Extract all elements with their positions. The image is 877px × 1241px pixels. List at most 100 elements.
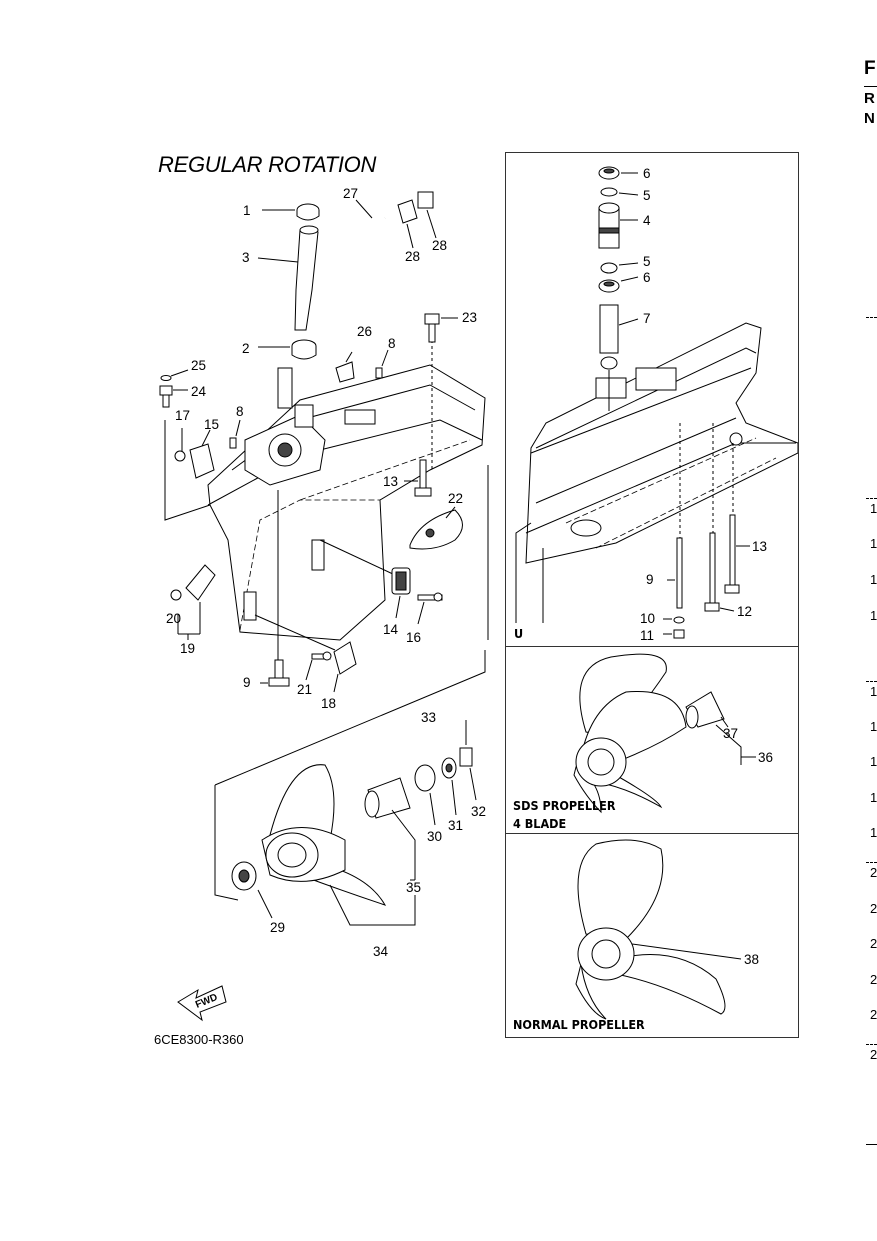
edge-letter-n: N [864,110,875,127]
margin-mark: 1 [870,572,877,587]
part-27-shift-rod [346,199,386,355]
callout: 33 [421,710,436,725]
callout: 18 [321,696,336,711]
callout: 21 [297,682,312,697]
u-panel-label: U [514,626,524,641]
margin-mark: 1 [870,684,877,699]
part-9-bolt [260,659,290,687]
part-29-nut [231,861,273,919]
callout: 24 [191,384,207,399]
margin-mark: 2 [870,972,877,987]
callout: 35 [406,880,421,895]
part-17-15-anode [174,428,215,479]
normal-propeller-diagram: 38 [575,839,759,1020]
callout: 20 [166,611,181,626]
lower-case-housing [207,364,486,641]
callout: 6 [643,166,651,181]
margin-mark: 1 [870,501,877,516]
callout: 11 [640,628,654,643]
callout: 1 [243,203,251,218]
group-line-prop [214,785,239,901]
panel-normal-propeller: 38 NORMAL PROPELLER [505,833,799,1038]
edge-letter-r: R [864,90,875,107]
margin-mark: 2 [870,936,877,951]
callout: 28 [405,249,420,264]
part-13-bolt [404,459,432,497]
callout: 8 [388,336,396,351]
diagram-title: REGULAR ROTATION [158,152,377,177]
u-variant-diagram: 6 5 4 5 6 7 13 9 12 10 11 [515,166,798,643]
margin-mark: 2 [870,901,877,916]
callout: 26 [357,324,372,339]
callout: 13 [383,474,398,489]
sds-label-line2: 4 BLADE [513,816,567,831]
part-14-16-bracket [391,567,443,625]
edge-letter-f: F [864,58,876,79]
margin-mark: 1 [870,536,877,551]
part-21-18-cover [305,641,357,693]
callout: 27 [343,186,358,201]
margin-mark: 2 [870,865,877,880]
panel-sds-propeller: 37 36 SDS PROPELLER 4 BLADE [505,646,799,834]
part-22-trim-tab [409,506,463,550]
callout: 9 [243,675,251,690]
callout: 19 [180,641,195,656]
callout: 17 [175,408,190,423]
callout: 31 [448,818,463,833]
group-line-21 [254,614,336,651]
callout: 38 [744,952,759,967]
margin-mark: 2 [870,1007,877,1022]
sds-propeller-diagram: 37 36 [573,653,773,814]
main-propeller [261,764,387,906]
margin-rule [866,1144,877,1145]
part-25-24-fittings [159,369,189,408]
callout: 6 [643,270,651,285]
fwd-arrow-icon [177,985,227,1022]
callout: 12 [737,604,752,619]
margin-mark: 1 [870,754,877,769]
callout: 3 [242,250,250,265]
margin-mark: 1 [870,608,877,623]
drawing-code: 6CE8300-R360 [154,1032,244,1047]
part-1-grommet [262,203,320,221]
callout: 16 [406,630,421,645]
panel-u-variant: 6 5 4 5 6 7 13 9 12 10 11 U [505,152,799,647]
part-2-grommet [258,339,317,360]
callout: 2 [242,341,250,356]
margin-mark: 1 [870,825,877,840]
callout: 25 [191,358,206,373]
part-28-clips [397,191,437,249]
margin-dash [866,498,877,499]
part-3-water-tube [257,225,319,331]
group-line-prop-top [214,650,486,786]
callout: 32 [471,804,486,819]
callout: 8 [236,404,244,419]
normal-propeller-label: NORMAL PROPELLER [513,1017,645,1032]
callout: 30 [427,829,442,844]
bracket-34 [329,884,416,926]
part-23-bolt [424,313,458,343]
callout: 29 [270,920,285,935]
part-8-dowels [229,349,389,449]
callout: 13 [752,539,767,554]
group-line-24 [164,420,211,521]
callout: 28 [432,238,447,253]
callout: 37 [723,726,738,741]
margin-mark: 1 [870,719,877,734]
callout: 14 [383,622,399,637]
margin-dash [866,862,877,863]
margin-dash [866,317,877,318]
margin-mark: 1 [870,790,877,805]
callout: 5 [643,254,651,269]
callout: 22 [448,491,463,506]
callout: 5 [643,188,651,203]
part-35-bushing [364,777,416,881]
callout: 7 [643,311,651,326]
callout: 23 [462,310,477,325]
part-26-grommet [335,351,355,383]
edge-rule [864,86,877,87]
margin-mark: 2 [870,1047,877,1062]
margin-dash [866,681,877,682]
callout: 9 [646,572,654,587]
